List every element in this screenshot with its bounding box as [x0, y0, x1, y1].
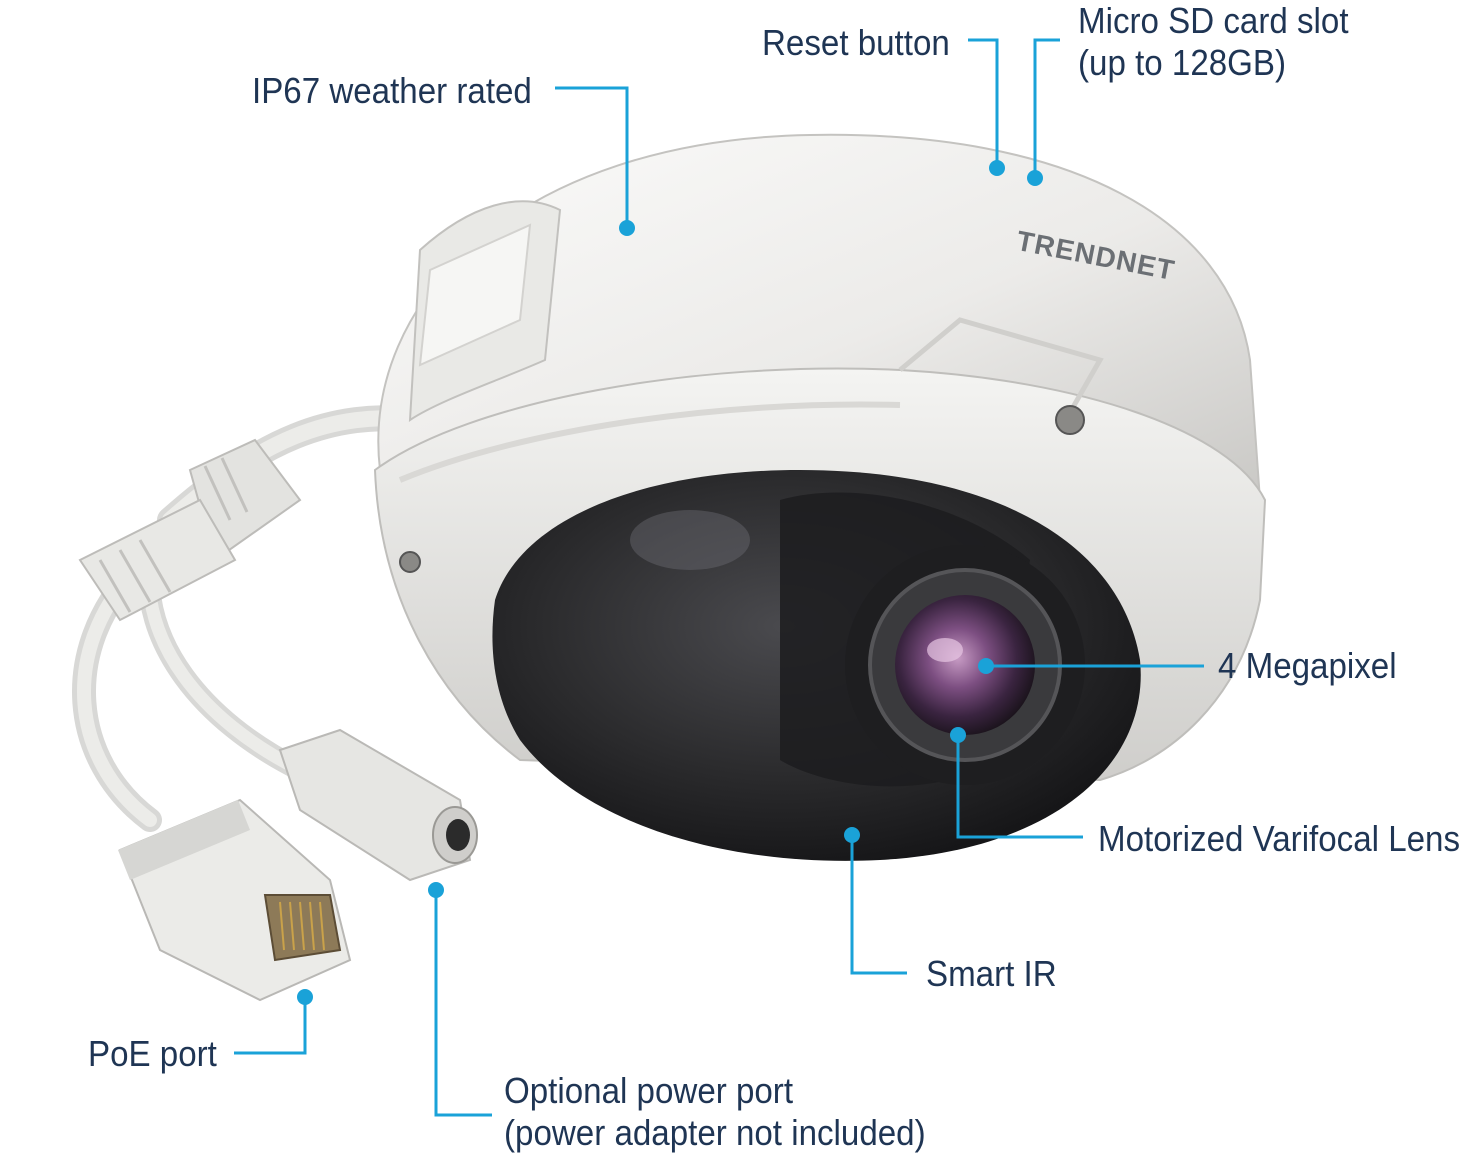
reset-button-label: Reset button — [762, 22, 950, 63]
callout-lines — [234, 38, 1204, 1117]
smart-ir-label: Smart IR — [926, 953, 1057, 994]
sd-slot-label-line1: Micro SD card slot — [1078, 0, 1349, 41]
power-port-label: Optional power port (power adapter not i… — [504, 1070, 926, 1155]
sd-slot-label-line2: (up to 128GB) — [1078, 42, 1287, 84]
varifocal-lens-label: Motorized Varifocal Lens — [1098, 818, 1461, 859]
callout-dots — [297, 160, 1043, 1005]
sd-slot-label: Micro SD card slot (up to 128GB) — [1078, 0, 1349, 85]
power-port-label-line2: (power adapter not included) — [504, 1112, 926, 1154]
poe-port-label: PoE port — [88, 1033, 217, 1074]
poe-connector — [118, 798, 352, 1002]
power-port-label-line1: Optional power port — [504, 1070, 794, 1111]
ip67-label: IP67 weather rated — [252, 70, 532, 111]
cable-junction — [78, 438, 302, 622]
camera-lens — [845, 545, 1085, 785]
power-connector — [278, 728, 478, 882]
megapixel-label: 4 Megapixel — [1218, 645, 1397, 686]
